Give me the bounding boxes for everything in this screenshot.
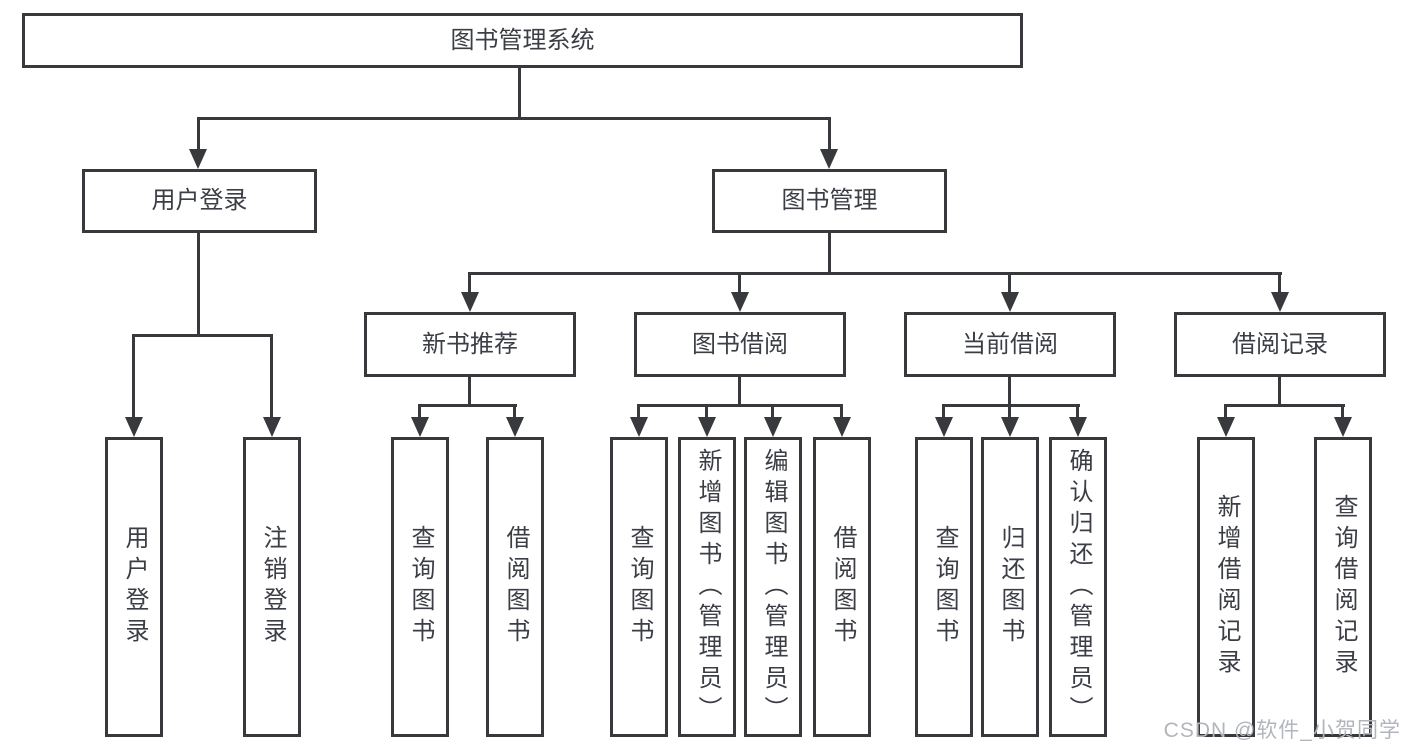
leaf-confirm-return-admin: 确认归还（管理员）	[1049, 437, 1107, 737]
connector-drop	[637, 404, 640, 420]
arrowhead-down-icon	[698, 417, 716, 437]
connector-borrow-branch	[637, 404, 843, 407]
connector-drop	[840, 404, 843, 420]
leaf-query-books-current: 查询图书	[915, 437, 973, 737]
connector-drop	[705, 404, 708, 420]
connector-drop	[513, 404, 516, 420]
node-borrow-records-label: 借阅记录	[1232, 330, 1328, 358]
arrowhead-down-icon	[1069, 417, 1087, 437]
connector-login-branch	[132, 334, 273, 337]
arrowhead-down-icon	[731, 292, 749, 312]
connector-drop	[942, 404, 945, 420]
arrowhead-down-icon	[630, 417, 648, 437]
arrowhead-down-icon	[1001, 417, 1019, 437]
connector-drop-leaf-logout	[270, 334, 273, 420]
node-new-book-recommend: 新书推荐	[364, 312, 576, 377]
node-current-borrow-label: 当前借阅	[962, 330, 1058, 358]
connector-borrow-stem	[738, 377, 741, 407]
csdn-watermark: CSDN @软件_小贺同学	[1163, 719, 1401, 742]
leaf-return-book-label: 归还图书	[997, 525, 1024, 649]
connector-current-stem	[1008, 377, 1011, 407]
leaf-return-book: 归还图书	[981, 437, 1039, 737]
arrowhead-down-icon	[935, 417, 953, 437]
connector-drop-user-login	[197, 117, 200, 151]
node-borrow-records: 借阅记录	[1174, 312, 1386, 377]
arrowhead-down-icon	[125, 417, 143, 437]
arrowhead-down-icon	[411, 417, 429, 437]
arrowhead-down-icon	[263, 417, 281, 437]
connector-management-branch	[468, 272, 1282, 275]
node-root: 图书管理系统	[22, 13, 1023, 68]
connector-drop-borrow	[738, 272, 741, 294]
connector-login-stem	[197, 232, 200, 336]
leaf-logout-label: 注销登录	[259, 525, 286, 649]
connector-recommend-stem	[468, 377, 471, 407]
arrowhead-down-icon	[1217, 417, 1235, 437]
node-user-login-label: 用户登录	[151, 187, 248, 214]
arrowhead-down-icon	[1001, 292, 1019, 312]
leaf-add-book-admin-label: 新增图书（管理员）	[694, 447, 721, 727]
connector-records-stem	[1278, 377, 1281, 407]
node-book-borrow: 图书借阅	[634, 312, 846, 377]
leaf-borrow-books-recommend-label: 借阅图书	[502, 525, 529, 649]
leaf-borrow-books-borrow-label: 借阅图书	[829, 525, 856, 649]
arrowhead-down-icon	[820, 149, 838, 169]
leaf-query-books-borrow-label: 查询图书	[626, 525, 653, 649]
leaf-edit-book-admin-label: 编辑图书（管理员）	[760, 447, 787, 727]
arrowhead-down-icon	[506, 417, 524, 437]
leaf-add-borrow-record: 新增借阅记录	[1197, 437, 1255, 737]
arrowhead-down-icon	[189, 149, 207, 169]
leaf-confirm-return-admin-label: 确认归还（管理员）	[1065, 447, 1092, 727]
leaf-user-login-label: 用户登录	[121, 525, 148, 649]
connector-drop-current	[1008, 272, 1011, 294]
connector-root-branch	[197, 117, 831, 120]
arrowhead-down-icon	[833, 417, 851, 437]
node-root-label: 图书管理系统	[450, 26, 595, 54]
leaf-query-borrow-record: 查询借阅记录	[1314, 437, 1372, 737]
leaf-borrow-books-borrow: 借阅图书	[813, 437, 871, 737]
leaf-edit-book-admin: 编辑图书（管理员）	[744, 437, 802, 737]
connector-current-branch	[942, 404, 1080, 407]
leaf-query-books-recommend: 查询图书	[391, 437, 449, 737]
leaf-add-book-admin: 新增图书（管理员）	[678, 437, 736, 737]
connector-drop-book-management	[828, 117, 831, 151]
connector-drop-records	[1278, 272, 1281, 294]
connector-management-stem	[828, 233, 831, 275]
arrowhead-down-icon	[1334, 417, 1352, 437]
leaf-add-borrow-record-label: 新增借阅记录	[1213, 494, 1240, 680]
leaf-query-books-recommend-label: 查询图书	[407, 525, 434, 649]
arrowhead-down-icon	[461, 292, 479, 312]
node-book-management: 图书管理	[712, 169, 947, 233]
arrowhead-down-icon	[1271, 292, 1289, 312]
node-user-login: 用户登录	[82, 169, 317, 233]
node-current-borrow: 当前借阅	[904, 312, 1116, 377]
leaf-user-login: 用户登录	[105, 437, 163, 737]
connector-drop	[1224, 404, 1227, 420]
connector-drop-recommend	[468, 272, 471, 294]
leaf-query-books-borrow: 查询图书	[610, 437, 668, 737]
connector-records-branch	[1224, 404, 1345, 407]
node-book-borrow-label: 图书借阅	[692, 330, 788, 358]
node-new-book-recommend-label: 新书推荐	[422, 330, 518, 358]
connector-drop	[1076, 404, 1079, 420]
leaf-query-books-current-label: 查询图书	[931, 525, 958, 649]
connector-drop	[418, 404, 421, 420]
node-book-management-label: 图书管理	[781, 187, 878, 214]
connector-recommend-branch	[418, 404, 517, 407]
connector-root-stem	[518, 68, 521, 120]
arrowhead-down-icon	[764, 417, 782, 437]
connector-drop	[1341, 404, 1344, 420]
leaf-borrow-books-recommend: 借阅图书	[486, 437, 544, 737]
connector-drop-leaf-login	[132, 334, 135, 420]
connector-drop	[771, 404, 774, 420]
leaf-query-borrow-record-label: 查询借阅记录	[1330, 494, 1357, 680]
connector-drop	[1008, 404, 1011, 420]
leaf-logout: 注销登录	[243, 437, 301, 737]
